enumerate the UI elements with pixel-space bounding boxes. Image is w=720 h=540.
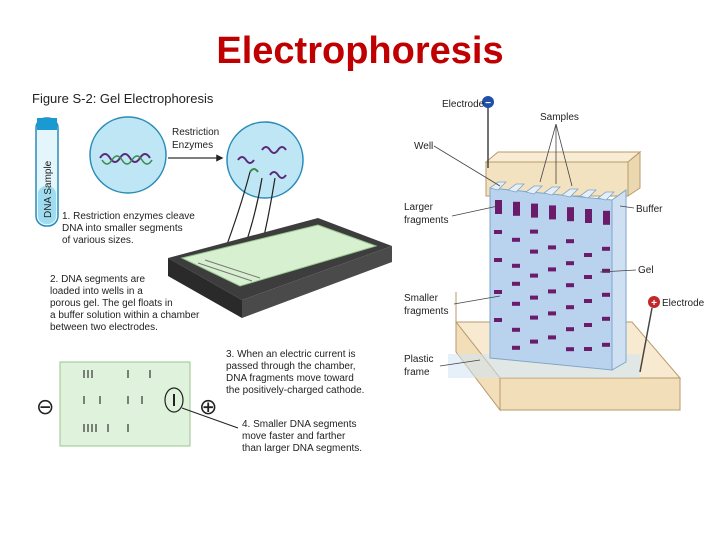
dna-band bbox=[566, 347, 574, 351]
label-smaller-fragments-1: Smaller bbox=[404, 293, 439, 304]
dna-band bbox=[566, 239, 574, 243]
label-gel: Gel bbox=[638, 265, 654, 276]
dna-band bbox=[512, 282, 520, 286]
dna-band bbox=[566, 327, 574, 331]
svg-text:porous gel. The gel floats in: porous gel. The gel floats in bbox=[50, 298, 173, 309]
svg-text:between two electrodes.: between two electrodes. bbox=[50, 322, 158, 333]
enzymes-label-line1: Restriction bbox=[172, 127, 219, 138]
svg-text:the positively-charged cathode: the positively-charged cathode. bbox=[226, 385, 364, 396]
left-figure: Figure S-2: Gel Electrophoresis DNA Samp… bbox=[32, 91, 392, 454]
plus-electrode-symbol: ⊕ bbox=[199, 395, 217, 420]
svg-text:a buffer solution within a cha: a buffer solution within a chamber bbox=[50, 310, 200, 321]
dna-band bbox=[548, 289, 556, 293]
svg-text:4. Smaller DNA segments: 4. Smaller DNA segments bbox=[242, 419, 357, 430]
label-buffer: Buffer bbox=[636, 204, 663, 215]
svg-text:loaded into wells in a: loaded into wells in a bbox=[50, 286, 143, 297]
sample-well bbox=[513, 202, 520, 216]
sample-well bbox=[495, 200, 502, 214]
dna-band bbox=[584, 347, 592, 351]
dna-band bbox=[548, 267, 556, 271]
svg-text:move faster and farther: move faster and farther bbox=[242, 431, 346, 442]
sample-well bbox=[531, 204, 538, 218]
label-electrode-top: Electrode bbox=[442, 99, 485, 110]
dna-band bbox=[602, 317, 610, 321]
sample-well bbox=[585, 209, 592, 223]
dna-band bbox=[548, 335, 556, 339]
svg-text:passed through the chamber,: passed through the chamber, bbox=[226, 361, 356, 372]
label-larger-fragments-2: fragments bbox=[404, 215, 448, 226]
plus-sign: + bbox=[651, 298, 657, 309]
dna-band bbox=[494, 318, 502, 322]
label-electrode-bottom: Electrode bbox=[662, 298, 705, 309]
dna-band bbox=[494, 230, 502, 234]
dna-circle-before bbox=[90, 117, 166, 193]
dna-band bbox=[530, 316, 538, 320]
svg-text:of various sizes.: of various sizes. bbox=[62, 235, 134, 246]
label-samples: Samples bbox=[540, 112, 579, 123]
dna-band bbox=[512, 346, 520, 350]
step-1-text: 1. Restriction enzymes cleave DNA into s… bbox=[62, 211, 195, 246]
dna-band bbox=[566, 261, 574, 265]
label-smaller-fragments-2: fragments bbox=[404, 306, 448, 317]
dna-sample-tube: DNA Sample bbox=[36, 118, 58, 226]
dna-band bbox=[494, 258, 502, 262]
dna-band bbox=[548, 311, 556, 315]
enzymes-label-line2: Enzymes bbox=[172, 140, 213, 151]
minus-electrode-symbol: ⊖ bbox=[36, 395, 54, 420]
dna-band bbox=[548, 245, 556, 249]
step-4-text: 4. Smaller DNA segments move faster and … bbox=[242, 419, 362, 454]
sample-well bbox=[567, 207, 574, 221]
minus-sign: − bbox=[485, 98, 491, 109]
step-3-text: 3. When an electric current is passed th… bbox=[226, 349, 364, 396]
dna-band bbox=[584, 299, 592, 303]
dna-band bbox=[566, 283, 574, 287]
dna-band bbox=[584, 253, 592, 257]
dna-band bbox=[530, 250, 538, 254]
label-larger-fragments-1: Larger bbox=[404, 202, 434, 213]
sample-well bbox=[603, 211, 610, 225]
gel-slab bbox=[490, 182, 626, 370]
gel-chamber bbox=[168, 218, 392, 318]
dna-band bbox=[512, 264, 520, 268]
dna-band bbox=[530, 230, 538, 234]
dna-band bbox=[584, 275, 592, 279]
dna-band bbox=[530, 274, 538, 278]
dna-circle-after bbox=[227, 122, 303, 198]
sample-well bbox=[549, 205, 556, 219]
label-plastic-frame-1: Plastic bbox=[404, 354, 433, 365]
left-figure-title: Figure S-2: Gel Electrophoresis bbox=[32, 91, 214, 106]
step-2-text: 2. DNA segments are loaded into wells in… bbox=[50, 274, 200, 333]
label-well: Well bbox=[414, 141, 433, 152]
svg-text:2. DNA segments are: 2. DNA segments are bbox=[50, 274, 145, 285]
dna-band bbox=[602, 293, 610, 297]
tube-label: DNA Sample bbox=[43, 160, 54, 218]
dna-band bbox=[584, 323, 592, 327]
dna-band bbox=[530, 296, 538, 300]
svg-text:1. Restriction enzymes cleave: 1. Restriction enzymes cleave bbox=[62, 211, 195, 222]
dna-band bbox=[530, 340, 538, 344]
dna-band bbox=[494, 290, 502, 294]
dna-band bbox=[602, 247, 610, 251]
right-figure: − + Electrode Samples Well Larger fragme… bbox=[404, 96, 705, 410]
dna-band bbox=[566, 305, 574, 309]
svg-text:DNA into smaller segments: DNA into smaller segments bbox=[62, 223, 183, 234]
svg-text:than larger DNA segments.: than larger DNA segments. bbox=[242, 443, 362, 454]
dna-band bbox=[512, 238, 520, 242]
dna-band bbox=[512, 328, 520, 332]
svg-text:DNA fragments move toward: DNA fragments move toward bbox=[226, 373, 354, 384]
label-plastic-frame-2: frame bbox=[404, 367, 430, 378]
dna-band bbox=[602, 343, 610, 347]
dna-band bbox=[512, 302, 520, 306]
svg-text:3. When an electric current is: 3. When an electric current is bbox=[226, 349, 356, 360]
